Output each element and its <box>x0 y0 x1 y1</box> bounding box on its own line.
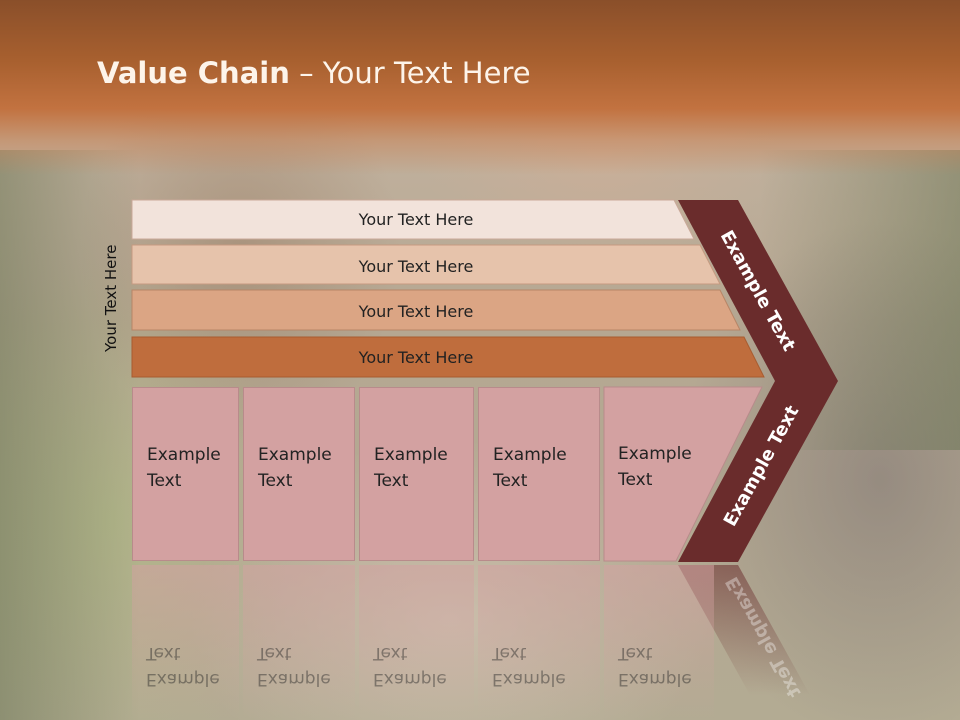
primary-activity-label-4: Example Text <box>493 445 567 491</box>
primary-activity-label-3: Example Text <box>374 445 448 491</box>
background-grass-left <box>0 150 140 720</box>
title-rest: – Your Text Here <box>289 56 531 90</box>
chevron-upper[interactable] <box>678 200 838 381</box>
support-bar-2-label: Your Text Here <box>358 257 474 276</box>
box-reflection-text-4: Example Text <box>492 643 566 689</box>
box-reflection-text-1: Example Text <box>146 643 220 689</box>
primary-activity-box-3[interactable]: Example Text <box>359 387 474 561</box>
box-reflection-5: Example Text <box>604 565 714 720</box>
primary-activity-box-1[interactable]: Example Text <box>132 387 239 561</box>
support-bar-3-label: Your Text Here <box>358 302 474 321</box>
support-bar-3[interactable] <box>131 289 741 331</box>
title-banner <box>0 0 960 175</box>
box-reflection-3: Example Text <box>359 565 474 720</box>
box-reflection-text-5: Example Text <box>618 643 692 689</box>
box-reflection-4: Example Text <box>478 565 600 720</box>
primary-activity-label-5-overlay: Example Text <box>618 444 692 490</box>
box-reflection-2: Example Text <box>243 565 355 720</box>
support-bar-4[interactable] <box>131 336 765 378</box>
box-reflection-text-2: Example Text <box>257 643 331 689</box>
support-bar-2[interactable] <box>131 244 721 285</box>
box-reflection-text-3: Example Text <box>373 643 447 689</box>
primary-activity-box-4[interactable]: Example Text <box>478 387 600 561</box>
primary-activity-label-2: Example Text <box>258 445 332 491</box>
primary-activity-box-2[interactable]: Example Text <box>243 387 355 561</box>
box-reflection-1: Example Text <box>132 565 239 720</box>
support-bar-4-label: Your Text Here <box>358 348 474 367</box>
slide-title[interactable]: Value Chain – Your Text Here <box>97 56 531 90</box>
primary-activity-label-1: Example Text <box>147 445 221 491</box>
support-bar-1[interactable] <box>131 199 695 240</box>
support-bar-1-label: Your Text Here <box>358 210 474 229</box>
title-bold: Value Chain <box>97 56 290 90</box>
